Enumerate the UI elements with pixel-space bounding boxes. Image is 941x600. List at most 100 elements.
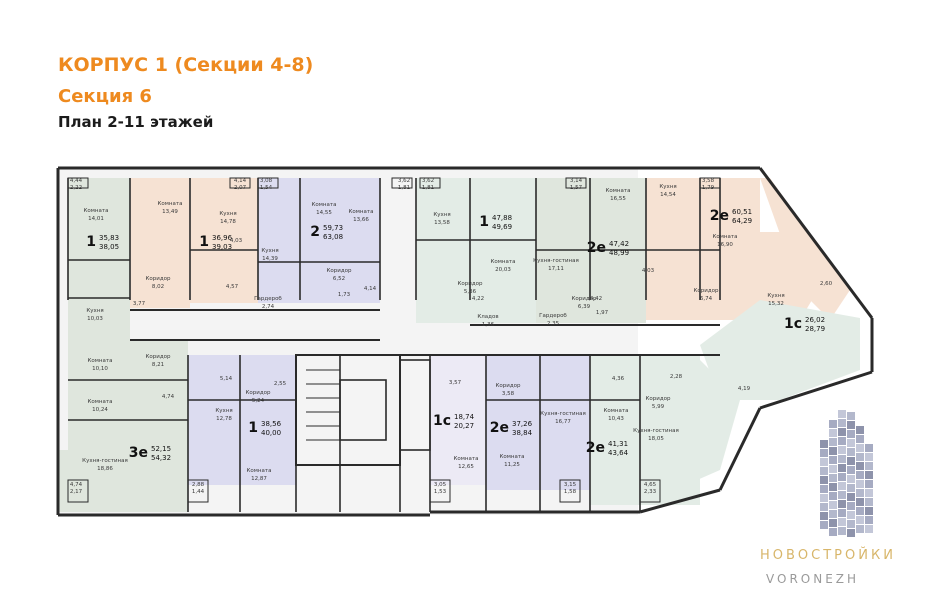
room-size: 12,65 bbox=[458, 464, 474, 470]
balcony-area: 4,14 bbox=[234, 178, 247, 184]
apartment-area-total: 54,32 bbox=[151, 454, 171, 462]
apartment-area-living: 59,73 bbox=[323, 224, 343, 232]
wall bbox=[639, 488, 721, 514]
apartment-area-total: 49,69 bbox=[492, 223, 512, 231]
apartment-area-living: 41,31 bbox=[608, 440, 628, 448]
apartment-fill bbox=[700, 300, 860, 400]
utility-area: 2,60 bbox=[820, 281, 833, 287]
wall bbox=[565, 177, 587, 189]
room-name: Кухня bbox=[261, 248, 278, 254]
wall bbox=[429, 479, 451, 503]
room-name: Кухня bbox=[86, 308, 103, 314]
brand-city: VORONEZH bbox=[766, 572, 860, 586]
room-name: Комната bbox=[454, 456, 479, 462]
balcony-area-reduced: 1,79 bbox=[702, 185, 715, 191]
room-size: 15,32 bbox=[768, 301, 784, 307]
room-name: Комната bbox=[247, 468, 272, 474]
building-logo-icon bbox=[856, 462, 864, 470]
room-size: 6,39 bbox=[578, 304, 591, 310]
building-logo-icon bbox=[847, 493, 855, 501]
building-logo-icon bbox=[829, 447, 837, 455]
building-logo-icon bbox=[820, 467, 828, 475]
building-logo-icon bbox=[838, 518, 846, 526]
building-logo-icon bbox=[865, 462, 873, 470]
apartment-area-living: 38,56 bbox=[261, 420, 282, 428]
apartment-area-total: 64,29 bbox=[732, 217, 752, 225]
building-logo-icon bbox=[829, 438, 837, 446]
room-name: Коридор bbox=[572, 296, 598, 302]
room-size: 12,87 bbox=[251, 476, 267, 482]
room-size: 2,74 bbox=[262, 304, 275, 310]
balcony-area-reduced: 2,22 bbox=[70, 185, 82, 191]
room-size: 14,39 bbox=[262, 256, 278, 262]
room-name: Кухня bbox=[433, 212, 450, 218]
apartment-fill bbox=[416, 178, 536, 323]
building-logo-icon bbox=[847, 430, 855, 438]
apartment-area-living: 18,74 bbox=[454, 413, 475, 421]
balcony-area-reduced: 1,54 bbox=[260, 185, 273, 191]
balcony-area-reduced: 2,07 bbox=[234, 185, 247, 191]
apartment-area-living: 37,26 bbox=[512, 420, 533, 428]
apartment-fill bbox=[760, 178, 850, 320]
room-name: Коридор bbox=[694, 288, 720, 294]
room-name: Комната bbox=[312, 202, 337, 208]
building-logo-icon bbox=[838, 482, 846, 490]
room-size: 14,78 bbox=[220, 219, 236, 225]
building-logo-icon bbox=[856, 480, 864, 488]
apartment-type: 2е bbox=[490, 420, 509, 436]
utility-area: 1,97 bbox=[596, 310, 609, 316]
balcony-area-reduced: 2,33 bbox=[644, 489, 657, 495]
building-logo-icon bbox=[838, 428, 846, 436]
room-size: 5,99 bbox=[652, 404, 665, 410]
utility-area: 2,28 bbox=[670, 374, 683, 380]
wall bbox=[67, 177, 89, 189]
utility-area: 2,55 bbox=[274, 381, 287, 387]
building-logo-icon bbox=[847, 484, 855, 492]
building-logo-icon bbox=[847, 457, 855, 465]
room-size: 10,03 bbox=[87, 316, 103, 322]
balcony-area: 3,62 bbox=[422, 178, 434, 184]
building-logo-icon bbox=[865, 489, 873, 497]
building-logo-icon bbox=[847, 520, 855, 528]
room-name: Комната bbox=[713, 234, 738, 240]
apartment-type: 2е bbox=[710, 208, 729, 224]
utility-area: 4,19 bbox=[738, 386, 751, 392]
apartment-type: 2е bbox=[587, 240, 606, 256]
building-logo-icon bbox=[829, 501, 837, 509]
balcony-area-reduced: 1,58 bbox=[564, 489, 577, 495]
building-logo-icon bbox=[820, 458, 828, 466]
apartment-area-total: 48,99 bbox=[609, 249, 629, 257]
utility-area: 4,57 bbox=[226, 284, 239, 290]
room-name: Кухня-гостиная bbox=[533, 258, 579, 264]
building-logo-icon bbox=[865, 525, 873, 533]
building-logo-icon bbox=[856, 507, 864, 515]
wall bbox=[559, 479, 581, 503]
apartment-type: 1с bbox=[784, 316, 802, 332]
building-logo-icon bbox=[865, 516, 873, 524]
room-size: 12,78 bbox=[216, 416, 232, 422]
utility-area: 4,03 bbox=[642, 268, 655, 274]
room-size: 16,77 bbox=[555, 419, 571, 425]
room-name: Комната bbox=[84, 208, 109, 214]
building-logo-icon bbox=[820, 521, 828, 529]
apartment-type: 1с bbox=[433, 413, 451, 429]
room-name: Комната bbox=[349, 209, 374, 215]
building-logo-icon bbox=[847, 529, 855, 537]
room-size: 13,66 bbox=[353, 217, 369, 223]
room-size: 14,01 bbox=[88, 216, 104, 222]
room-size: 8,21 bbox=[152, 362, 164, 368]
building-logo-icon bbox=[820, 449, 828, 457]
apartment-area-total: 43,64 bbox=[608, 449, 629, 457]
building-logo-icon bbox=[829, 420, 837, 428]
room-name: Коридор bbox=[146, 354, 172, 360]
building-logo-icon bbox=[829, 474, 837, 482]
room-size: 1,36 bbox=[482, 322, 495, 328]
room-name: Кухня-гостиная bbox=[633, 428, 679, 434]
room-name: Коридор bbox=[458, 281, 484, 287]
building-logo-icon bbox=[838, 473, 846, 481]
apartment-area-total: 39,03 bbox=[212, 243, 232, 251]
apartment-area-living: 47,88 bbox=[492, 214, 512, 222]
building-logo-icon bbox=[856, 489, 864, 497]
room-size: 18,86 bbox=[97, 466, 113, 472]
